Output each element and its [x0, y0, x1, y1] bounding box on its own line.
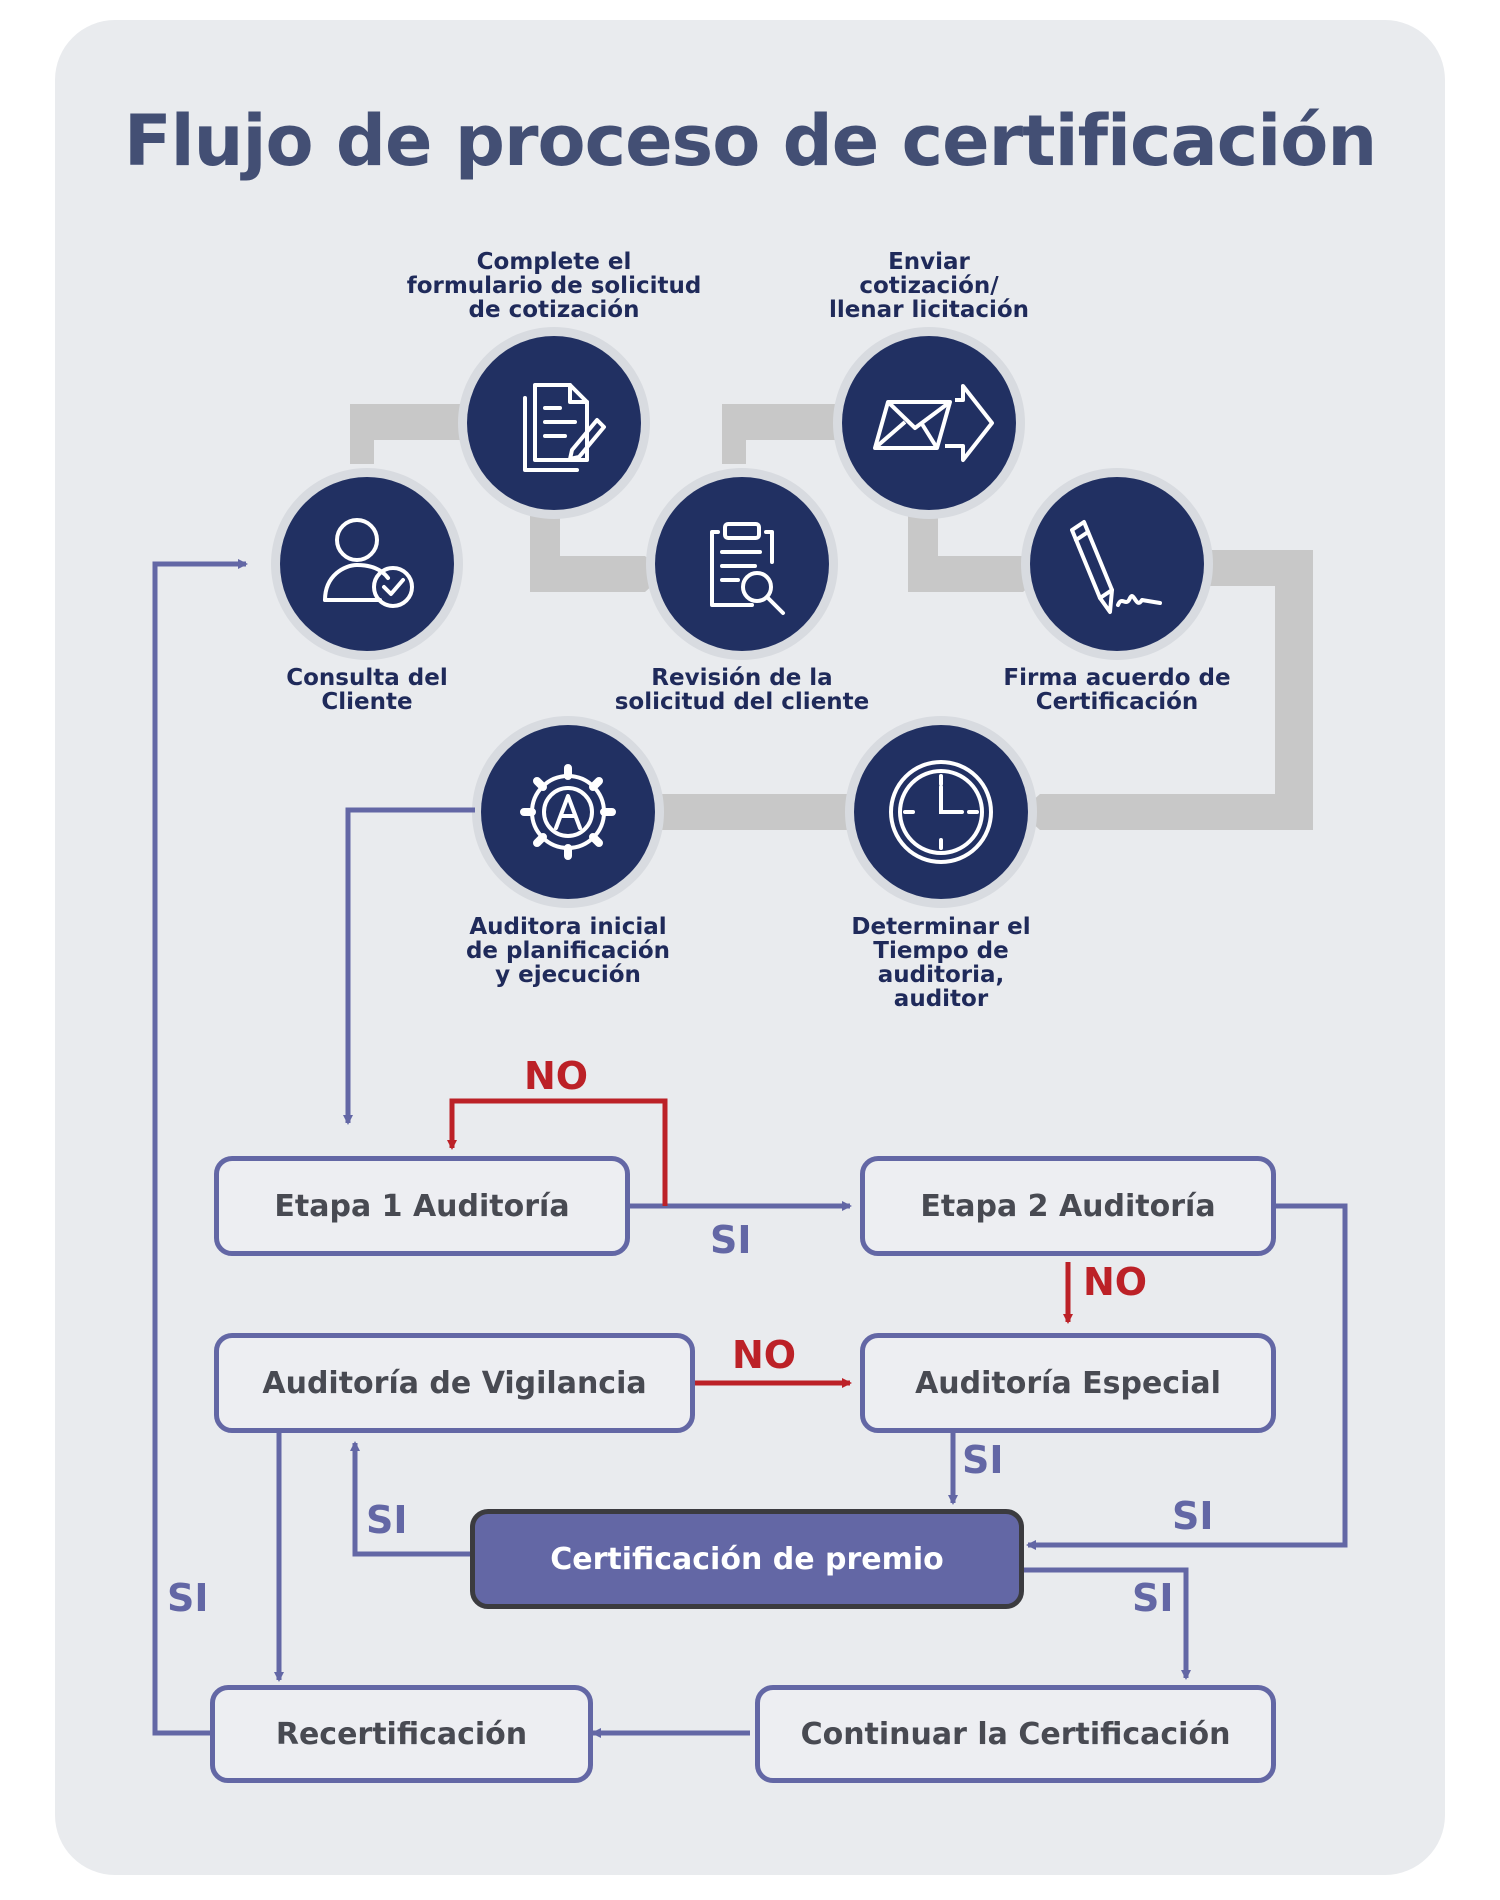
label-si-continuar: SI [1132, 1576, 1174, 1620]
box-recertificacion: Recertificación [210, 1685, 593, 1783]
label-si-recertificacion: SI [167, 1576, 209, 1620]
label-no-etapa2: NO [1083, 1260, 1148, 1304]
box-certificacion-premio: Certificación de premio [470, 1509, 1024, 1609]
step-label-enviar: Enviar cotización/ llenar licitación [828, 249, 1030, 323]
box-continuar-certificacion: Continuar la Certificación [755, 1685, 1276, 1783]
step-label-consulta: Consulta del Cliente [286, 665, 448, 715]
label-si-etapa1: SI [710, 1218, 752, 1262]
box-etapa1-auditoria: Etapa 1 Auditoría [214, 1156, 630, 1256]
pen-signature-icon [1070, 520, 1162, 614]
gear-a-icon [520, 764, 616, 860]
envelope-send-icon [873, 384, 994, 462]
box-etapa2-auditoria: Etapa 2 Auditoría [860, 1156, 1276, 1256]
label-si-vigilancia: SI [366, 1498, 408, 1542]
step-label-formulario: Complete el formulario de solicitud de c… [406, 249, 702, 323]
page-title: Flujo de proceso de certificación [123, 100, 1377, 182]
step-label-auditora: Auditora inicial de planificación y ejec… [465, 914, 671, 988]
clipboard-search-icon [710, 522, 785, 615]
clock-icon [889, 760, 993, 864]
box-auditoria-especial: Auditoría Especial [860, 1333, 1276, 1433]
label-no-etapa1: NO [524, 1054, 589, 1098]
user-check-icon [323, 518, 414, 608]
box-auditoria-vigilancia: Auditoría de Vigilancia [214, 1333, 695, 1433]
label-no-vigilancia: NO [732, 1333, 797, 1377]
label-si-etapa2: SI [1172, 1494, 1214, 1538]
document-edit-icon [523, 383, 606, 472]
step-label-firma: Firma acuerdo de Certificación [1003, 665, 1231, 715]
flow-lines-purple [152, 559, 1348, 1738]
step-label-tiempo: Determinar el Tiempo de auditoria, audit… [851, 914, 1031, 1012]
step-label-revision: Revisión de la solicitud del cliente [614, 665, 870, 715]
label-si-especial: SI [962, 1438, 1004, 1482]
flow-lines-red [447, 1098, 1073, 1388]
